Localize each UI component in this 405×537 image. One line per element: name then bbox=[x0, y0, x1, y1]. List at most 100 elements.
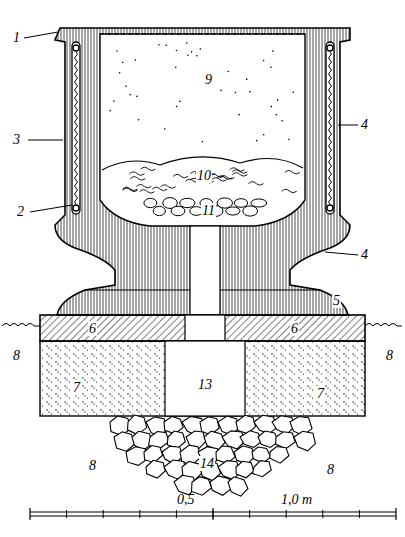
stroke bbox=[179, 101, 181, 103]
stroke bbox=[192, 477, 212, 495]
stroke bbox=[140, 190, 155, 194]
stroke bbox=[217, 198, 232, 208]
callout-number: 4 bbox=[360, 247, 369, 262]
callout-number: 5 bbox=[332, 293, 341, 308]
stroke bbox=[191, 51, 193, 53]
stroke bbox=[256, 140, 258, 142]
callout-number: 9 bbox=[204, 72, 213, 87]
stroke bbox=[243, 206, 258, 216]
stroke bbox=[236, 461, 254, 477]
stroke bbox=[123, 188, 138, 192]
stroke bbox=[141, 167, 156, 171]
stroke bbox=[294, 431, 315, 451]
stroke bbox=[113, 100, 115, 102]
stroke bbox=[139, 510, 140, 518]
stroke bbox=[200, 48, 202, 50]
stroke bbox=[144, 198, 157, 207]
stroke bbox=[75, 52, 78, 204]
stroke bbox=[235, 92, 237, 94]
stroke bbox=[175, 67, 177, 69]
stroke bbox=[129, 94, 131, 96]
stroke bbox=[329, 52, 332, 204]
callout-number: 6 bbox=[88, 321, 97, 336]
callout-number: 7 bbox=[316, 386, 325, 401]
stroke bbox=[125, 86, 127, 88]
stroke bbox=[246, 78, 248, 80]
stroke bbox=[134, 59, 136, 61]
stroke bbox=[263, 60, 265, 62]
stroke bbox=[212, 178, 227, 182]
stroke bbox=[173, 174, 188, 178]
stroke bbox=[186, 42, 188, 44]
stroke bbox=[66, 510, 67, 518]
stroke bbox=[176, 510, 177, 518]
stroke bbox=[213, 510, 214, 518]
stroke bbox=[286, 510, 287, 518]
stroke bbox=[171, 206, 185, 215]
callout-number: 6 bbox=[290, 321, 299, 336]
stroke bbox=[201, 141, 203, 143]
stroke bbox=[272, 50, 274, 52]
stroke bbox=[128, 415, 147, 435]
stroke bbox=[276, 114, 278, 116]
stroke bbox=[285, 171, 300, 175]
stroke bbox=[103, 510, 104, 518]
stroke bbox=[165, 44, 167, 46]
stroke bbox=[158, 44, 160, 46]
callout-number: 3 bbox=[12, 132, 21, 147]
stroke bbox=[249, 510, 250, 518]
stroke bbox=[129, 172, 144, 176]
callout-number: 14 bbox=[199, 456, 215, 471]
stroke bbox=[238, 114, 240, 116]
stroke bbox=[109, 110, 111, 112]
stroke bbox=[227, 71, 229, 73]
stroke bbox=[277, 99, 279, 101]
callout-number: 8 bbox=[385, 348, 394, 363]
stroke bbox=[282, 189, 297, 193]
stroke bbox=[232, 173, 247, 177]
stroke bbox=[146, 460, 165, 478]
scale-label: 0,5 bbox=[176, 492, 196, 507]
stroke bbox=[228, 477, 248, 496]
stroke bbox=[270, 446, 289, 463]
callout-number: 1 bbox=[12, 30, 21, 45]
stroke bbox=[122, 62, 124, 64]
stroke bbox=[220, 176, 235, 180]
stroke bbox=[116, 50, 118, 52]
callout-number: 4 bbox=[360, 117, 369, 132]
callout-number: 11 bbox=[201, 203, 216, 218]
stroke bbox=[270, 66, 272, 68]
callout-number: 10 bbox=[196, 168, 212, 183]
stroke bbox=[176, 50, 178, 52]
callout-number: 8 bbox=[12, 348, 21, 363]
stroke bbox=[164, 128, 166, 130]
stroke bbox=[234, 199, 247, 208]
callout-number: 8 bbox=[326, 462, 335, 477]
stroke bbox=[249, 91, 251, 93]
stroke bbox=[251, 199, 267, 207]
stroke bbox=[271, 106, 273, 108]
stroke bbox=[136, 185, 151, 189]
stroke bbox=[176, 106, 178, 108]
stroke bbox=[187, 54, 189, 56]
stroke bbox=[220, 90, 222, 92]
stroke bbox=[138, 119, 140, 121]
callout-number: 13 bbox=[197, 377, 213, 392]
callout-number: 8 bbox=[88, 458, 97, 473]
stroke bbox=[119, 72, 121, 74]
stroke bbox=[196, 55, 198, 57]
stroke bbox=[152, 187, 167, 191]
stroke bbox=[226, 207, 240, 215]
stroke bbox=[153, 206, 165, 215]
stroke bbox=[136, 96, 138, 98]
stroke bbox=[263, 134, 265, 136]
stroke bbox=[288, 139, 290, 141]
stroke bbox=[130, 177, 145, 181]
callout-number: 7 bbox=[72, 380, 81, 395]
stroke bbox=[292, 91, 294, 93]
scale-label: 1,0 m bbox=[280, 492, 313, 507]
stroke bbox=[359, 510, 360, 518]
stroke bbox=[248, 182, 263, 186]
stroke bbox=[322, 510, 323, 518]
